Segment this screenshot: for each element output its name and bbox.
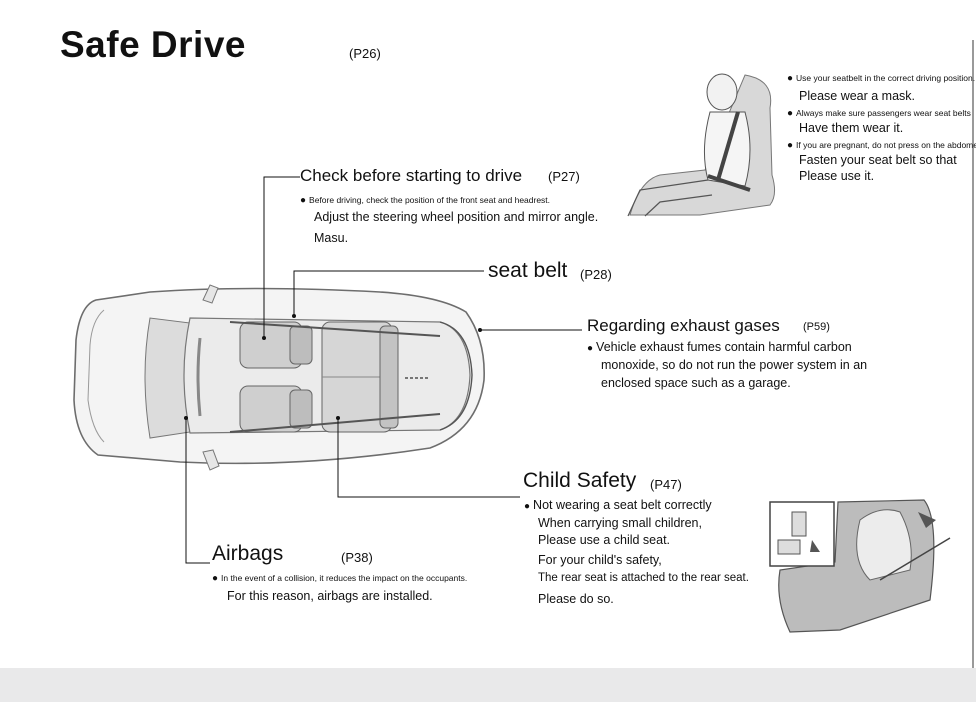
child-line-1: Not wearing a seat belt correctly	[524, 498, 712, 512]
seatbelt-tip-3-note: If you are pregnant, do not press on the…	[787, 140, 976, 151]
child-line-3: Please use a child seat.	[538, 533, 671, 547]
airbags-line-1: For this reason, airbags are installed.	[227, 589, 433, 603]
child-page-ref: (P47)	[650, 477, 682, 492]
child-heading: Child Safety	[523, 469, 637, 492]
seatbelt-tip-3-text2: Please use it.	[799, 169, 875, 183]
child-line-5: The rear seat is attached to the rear se…	[538, 572, 749, 584]
child-line-4: For your child's safety,	[538, 553, 662, 567]
exhaust-line-2: monoxide, so do not run the power system…	[601, 358, 868, 372]
seatbelt-tip-3-text: Fasten your seat belt so that	[799, 153, 957, 167]
airbags-heading: Airbags	[212, 542, 284, 565]
exhaust-page-ref: (P59)	[803, 321, 830, 333]
check-note: Before driving, check the position of th…	[300, 195, 550, 206]
exhaust-line-1: Vehicle exhaust fumes contain harmful ca…	[587, 340, 852, 354]
check-page-ref: (P27)	[548, 169, 580, 184]
page-edge-rule	[972, 40, 974, 668]
check-line-1: Adjust the steering wheel position and m…	[314, 210, 599, 224]
footer-band	[0, 668, 976, 702]
check-heading: Check before starting to drive	[300, 166, 523, 185]
seatbelt-heading: seat belt	[488, 259, 568, 282]
page-title: Safe Drive	[60, 24, 246, 65]
airbags-page-ref: (P38)	[341, 550, 373, 565]
airbags-note: In the event of a collision, it reduces …	[212, 573, 467, 584]
seatbelt-tip-1-note: Use your seatbelt in the correct driving…	[787, 73, 975, 84]
title-page-ref: (P26)	[349, 46, 381, 61]
exhaust-line-3: enclosed space such as a garage.	[601, 376, 791, 390]
check-line-2: Masu.	[314, 231, 349, 245]
seatbelt-tip-1-text: Please wear a mask.	[799, 89, 916, 103]
child-line-6: Please do so.	[538, 592, 614, 606]
seatbelt-page-ref: (P28)	[580, 267, 612, 282]
child-line-2: When carrying small children,	[538, 516, 702, 530]
seatbelt-tip-2-text: Have them wear it.	[799, 121, 904, 135]
exhaust-heading: Regarding exhaust gases	[587, 316, 780, 335]
seatbelt-tip-2-note: Always make sure passengers wear seat be…	[787, 108, 971, 119]
